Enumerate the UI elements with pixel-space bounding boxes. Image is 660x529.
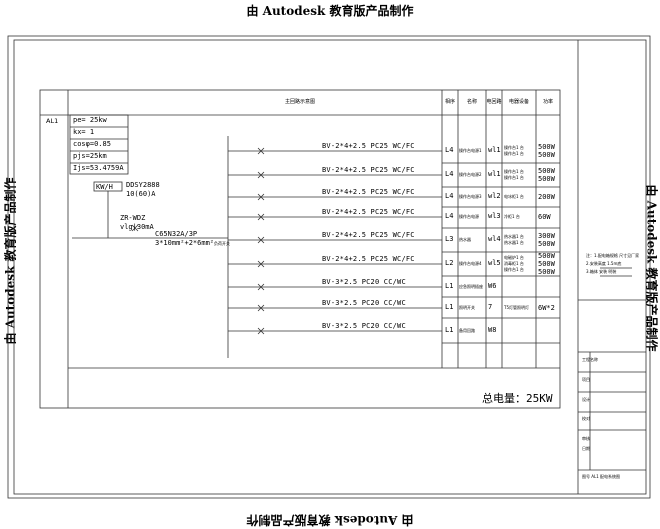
circuit-name: 热水器 bbox=[459, 237, 471, 243]
circuit-power: 500W bbox=[538, 167, 555, 175]
incoming-cable-label: ZR-WDZ bbox=[120, 214, 145, 222]
circuit-name: 照明开关 bbox=[459, 305, 475, 311]
main-breaker-label: C65N32A/3P bbox=[155, 230, 197, 238]
circuit-phase: L1 bbox=[445, 282, 453, 290]
circuit-equipment: 冷柜1 台 bbox=[504, 214, 520, 220]
total-power: 总电量：25KW bbox=[482, 390, 553, 406]
right-note-1: 注：1.配电箱规格 尺寸见厂家 bbox=[586, 253, 639, 259]
meter-box-label: KW/H bbox=[96, 183, 113, 191]
circuit-power: 60W bbox=[538, 213, 551, 221]
right-note-2: 2.安装高度 1.5m底 bbox=[586, 261, 621, 267]
circuit-cable-spec: BV-3*2.5 PC20 CC/WC bbox=[322, 322, 406, 330]
circuit-equipment: T5灯管照明灯 bbox=[504, 305, 529, 311]
circuit-name: 应急照明插座 bbox=[459, 284, 483, 290]
param-cos: cosφ=0.85 bbox=[73, 140, 111, 148]
title-design: 设计 bbox=[582, 397, 590, 403]
circuit-name: 操作台电源4 bbox=[459, 261, 482, 267]
main-spec-suffix: 负荷开关 bbox=[214, 241, 230, 247]
title-drawing-no: 图号 AL1 配电系统图 bbox=[582, 474, 620, 480]
circuit-number: 7 bbox=[488, 303, 492, 311]
circuit-phase: L4 bbox=[445, 170, 453, 178]
param-kx: kx= 1 bbox=[73, 128, 94, 136]
circuit-cable-spec: BV-2*4+2.5 PC25 WC/FC bbox=[322, 231, 415, 239]
circuit-power: 500W bbox=[538, 175, 555, 183]
circuit-power: 500W bbox=[538, 252, 555, 260]
circuit-power: 500W bbox=[538, 143, 555, 151]
circuit-equipment: 操作台1 台 bbox=[504, 267, 524, 273]
circuit-phase: L1 bbox=[445, 303, 453, 311]
title-item: 项目 bbox=[582, 377, 590, 383]
circuit-number: wl4 bbox=[488, 235, 501, 243]
circuit-cable-spec: BV-2*4+2.5 PC25 WC/FC bbox=[322, 142, 415, 150]
circuit-number: wl1 bbox=[488, 170, 501, 178]
circuit-power: 200W bbox=[538, 193, 555, 201]
circuit-phase: L1 bbox=[445, 326, 453, 334]
circuit-name: 操作台电源2 bbox=[459, 172, 482, 178]
circuit-name: 备用回路 bbox=[459, 328, 475, 334]
header-equipment: 电器设备 bbox=[502, 98, 536, 105]
circuit-equipment: 热水器1 台 bbox=[504, 240, 524, 246]
title-check: 校对 bbox=[582, 416, 590, 422]
meter-model: DDSY2888 bbox=[126, 181, 160, 189]
circuit-cable-spec: BV-2*4+2.5 PC25 WC/FC bbox=[322, 188, 415, 196]
param-pe: pe= 25kw bbox=[73, 116, 107, 124]
circuit-power: 500W bbox=[538, 268, 555, 276]
meter-rating: 10(60)A bbox=[126, 190, 156, 198]
circuit-power: 500W bbox=[538, 151, 555, 159]
title-date: 日期 bbox=[582, 446, 590, 452]
header-name: 名称 bbox=[458, 98, 486, 105]
circuit-number: W6 bbox=[488, 282, 496, 290]
circuit-equipment: 操作台1 台 bbox=[504, 151, 524, 157]
param-ijs: Ijs=53.4759A bbox=[73, 164, 124, 172]
circuit-power: 6W*2 bbox=[538, 304, 555, 312]
main-cable-spec: 3*10mm²+2*6mm² bbox=[155, 239, 214, 247]
circuit-phase: L3 bbox=[445, 235, 453, 243]
circuit-number: wl1 bbox=[488, 146, 501, 154]
header-power: 功率 bbox=[536, 98, 560, 105]
circuit-power: 300W bbox=[538, 232, 555, 240]
circuit-number: wl2 bbox=[488, 192, 501, 200]
circuit-number: wl3 bbox=[488, 212, 501, 220]
circuit-phase: L4 bbox=[445, 146, 453, 154]
main-table-border bbox=[40, 90, 560, 408]
header-circuit: 电回路 bbox=[486, 98, 502, 105]
rcd-label: vlg|30mA bbox=[120, 223, 154, 231]
circuit-name: 操作台电源 bbox=[459, 214, 479, 220]
panel-id: AL1 bbox=[46, 117, 58, 125]
circuit-cable-spec: BV-2*4+2.5 PC25 WC/FC bbox=[322, 255, 415, 263]
circuit-cable-spec: BV-2*4+2.5 PC25 WC/FC bbox=[322, 208, 415, 216]
circuit-equipment: 电冰柜1 台 bbox=[504, 194, 524, 200]
header-main-circuit: 主回路示意图 bbox=[240, 98, 360, 105]
circuit-phase: L2 bbox=[445, 259, 453, 267]
circuit-phase: L4 bbox=[445, 192, 453, 200]
circuit-power: 500W bbox=[538, 240, 555, 248]
circuit-number: wl5 bbox=[488, 259, 501, 267]
circuit-equipment: 操作台1 台 bbox=[504, 175, 524, 181]
title-review: 审核 bbox=[582, 436, 590, 442]
circuit-name: 操作台电源3 bbox=[459, 194, 482, 200]
title-project: 工程名称 bbox=[582, 357, 598, 363]
circuit-cable-spec: BV-2*4+2.5 PC25 WC/FC bbox=[322, 166, 415, 174]
circuit-cable-spec: BV-3*2.5 PC20 CC/WC bbox=[322, 278, 406, 286]
param-pjs: pjs=25km bbox=[73, 152, 107, 160]
header-phase: 相序 bbox=[442, 98, 458, 105]
right-note-3: 3.箱体 安装 明装 bbox=[586, 269, 616, 275]
circuit-phase: L4 bbox=[445, 212, 453, 220]
circuit-cable-spec: BV-3*2.5 PC20 CC/WC bbox=[322, 299, 406, 307]
circuit-name: 操作台电源1 bbox=[459, 148, 482, 154]
circuit-number: W8 bbox=[488, 326, 496, 334]
circuit-power: 500W bbox=[538, 260, 555, 268]
